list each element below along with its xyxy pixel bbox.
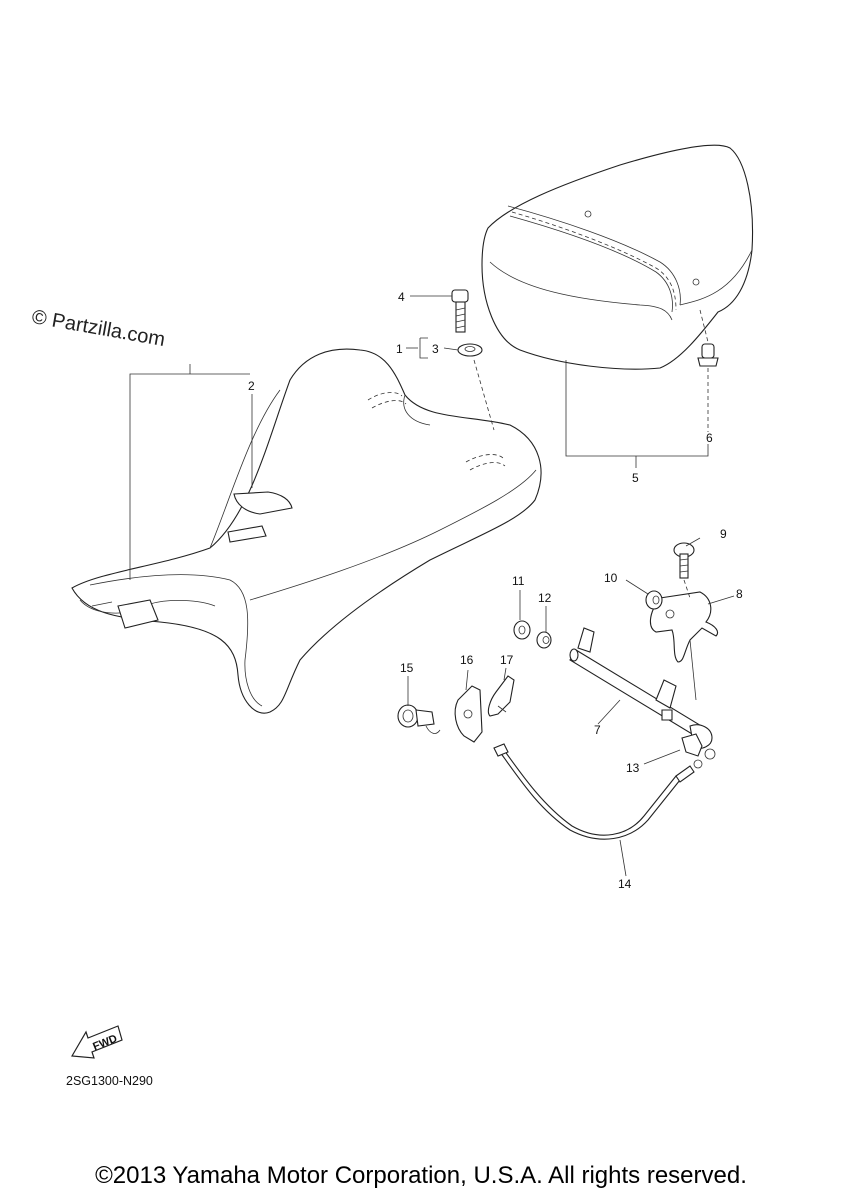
callout-11: 11: [512, 574, 525, 588]
callout-16: 16: [460, 653, 474, 667]
collar-10: [645, 590, 663, 610]
callout-10: 10: [604, 571, 618, 585]
key-cylinder-15: [397, 704, 441, 734]
copyright-notice: ©2013 Yamaha Motor Corporation, U.S.A. A…: [95, 1162, 747, 1189]
grommet-3: [457, 343, 483, 357]
callout-1: 1: [396, 342, 403, 356]
callout-14: 14: [618, 877, 632, 891]
grommet-11: [513, 620, 531, 640]
callout-12: 12: [538, 591, 552, 605]
fwd-arrow-icon: FWD: [71, 1025, 123, 1059]
passenger-seat: [481, 144, 754, 370]
callout-labels: 1 2 3 4 5 6 7 8 9 10 11 12 13 14 15 16 1…: [248, 290, 743, 891]
callout-6: 6: [706, 431, 713, 445]
leader-grommet-to-seat: [473, 359, 495, 431]
holder-13: [681, 733, 703, 757]
rider-seat: [71, 348, 542, 714]
callout-9: 9: [720, 527, 727, 541]
leader-lines: [129, 295, 735, 877]
callout-15: 15: [400, 661, 414, 675]
clip-17: [487, 675, 515, 717]
callout-7: 7: [594, 723, 601, 737]
callout-13: 13: [626, 761, 640, 775]
callout-4: 4: [398, 290, 405, 304]
callout-5: 5: [632, 471, 639, 485]
leader-bolt-9: [683, 579, 691, 599]
leader-hook-to-rod: [689, 639, 697, 701]
damper-6: [697, 343, 719, 367]
lock-rod-7: [569, 627, 716, 760]
diagram-code: 2SG1300-N290: [66, 1074, 153, 1088]
callout-8: 8: [736, 587, 743, 601]
hook-8: [649, 591, 719, 663]
callout-17: 17: [500, 653, 514, 667]
bolt-9: [673, 542, 695, 579]
leader-passenger-seat-hole: [699, 309, 709, 343]
bracket-16: [454, 685, 483, 743]
bolt-4: [451, 289, 469, 333]
seat-lock-cable-14: [493, 743, 703, 840]
collar-12: [536, 631, 552, 649]
callout-2: 2: [248, 379, 255, 393]
callout-3: 3: [432, 342, 439, 356]
